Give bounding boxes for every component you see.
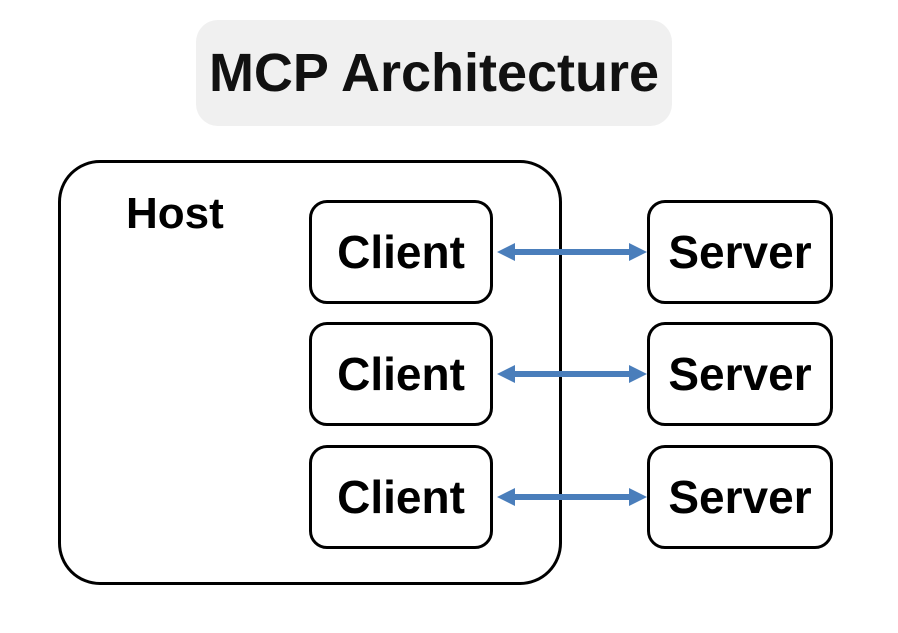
double-arrow-icon bbox=[497, 488, 647, 506]
server-label: Server bbox=[668, 471, 812, 523]
server-box-3[interactable]: Server bbox=[647, 445, 833, 549]
server-label: Server bbox=[668, 226, 812, 278]
client-label: Client bbox=[337, 471, 465, 523]
connector-arrow-1 bbox=[494, 235, 650, 269]
title-banner: MCP Architecture bbox=[196, 20, 672, 126]
client-box-1[interactable]: Client bbox=[309, 200, 493, 304]
page-title: MCP Architecture bbox=[208, 43, 660, 103]
double-arrow-icon bbox=[497, 243, 647, 261]
host-label: Host bbox=[126, 189, 224, 238]
double-arrow-icon bbox=[497, 365, 647, 383]
server-box-2[interactable]: Server bbox=[647, 322, 833, 426]
client-label: Client bbox=[337, 348, 465, 400]
server-box-1[interactable]: Server bbox=[647, 200, 833, 304]
server-label: Server bbox=[668, 348, 812, 400]
connector-arrow-2 bbox=[494, 357, 650, 391]
connector-arrow-3 bbox=[494, 480, 650, 514]
client-box-2[interactable]: Client bbox=[309, 322, 493, 426]
client-box-3[interactable]: Client bbox=[309, 445, 493, 549]
client-label: Client bbox=[337, 226, 465, 278]
